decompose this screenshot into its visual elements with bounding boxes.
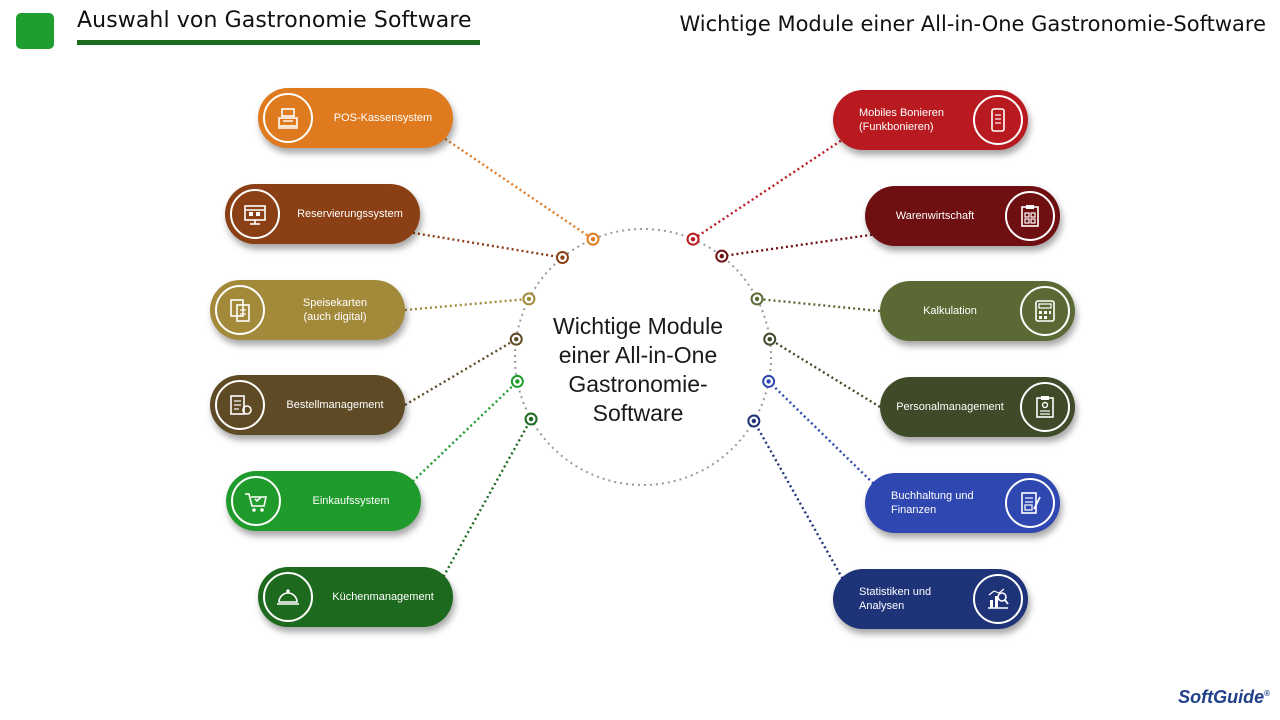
connector-node-dot [690,236,696,242]
mobile-phone-icon [973,95,1023,145]
module-mobiles-bonieren: Mobiles Bonieren(Funkbonieren) [833,90,1028,150]
module-kalkulation: Kalkulation [880,281,1075,341]
connector-node-dot [528,416,534,422]
accounting-document-icon [1005,478,1055,528]
module-kuechenmanagement: Küchenmanagement [258,567,453,627]
connector-line [440,135,594,241]
connector-node-dot [515,379,520,384]
module-label: Bestellmanagement [286,399,384,411]
connector-node-dot [590,236,596,242]
connector-line [769,338,881,409]
center-hub-label: Wichtige Module einer All-in-One Gastron… [520,312,756,428]
connector-line [404,297,530,312]
module-label: Personalmanagement [896,401,1004,413]
kitchen-cloche-icon [263,572,313,622]
connector-line [752,420,847,584]
module-personalmanagement: Personalmanagement [880,377,1075,437]
shopping-cart-icon [231,476,281,526]
connector-line [408,380,519,486]
module-pos-kassensystem: POS-Kassensystem [258,88,453,148]
connector-node-dot [767,336,772,342]
module-label: Reservierungssystem [297,208,403,220]
connector-line [767,380,878,488]
order-clipboard-icon [215,380,265,430]
slide-title: Wichtige Module einer All-in-One Gastron… [679,12,1266,36]
module-reservierungssystem: Reservierungssystem [225,184,420,244]
cash-register-icon [263,93,313,143]
connector-line [692,137,846,241]
connector-line [404,338,517,407]
connector-line [439,418,533,582]
brand-square-icon [16,13,54,49]
connector-node-dot [754,296,760,302]
staff-clipboard-icon [1020,382,1070,432]
module-label: Speisekarten(auch digital) [302,297,368,323]
center-hub-line: Wichtige Module [552,313,724,339]
reservation-calendar-icon [230,189,280,239]
connector-node-dot [751,418,757,424]
module-label: Einkaufssystem [312,495,390,507]
module-warenwirtschaft: Warenwirtschaft [865,186,1060,246]
center-hub-line: Software [592,400,684,426]
connector-line [407,230,563,259]
center-hub-ring [514,228,772,486]
analytics-chart-icon [973,574,1023,624]
connector-node-dot [514,336,519,342]
calculator-icon [1020,286,1070,336]
section-title: Auswahl von Gastronomie Software [77,8,472,33]
module-einkaufssystem: Einkaufssystem [226,471,421,531]
connector-line [721,232,878,258]
module-label: Küchenmanagement [332,591,434,603]
module-bestellmanagement: Bestellmanagement [210,375,405,435]
center-hub-line: einer All-in-One [558,342,718,368]
inventory-clipboard-icon [1005,191,1055,241]
section-title-underline [77,40,480,45]
module-speisekarten: Speisekarten(auch digital) [210,280,405,340]
connector-node-dot [560,255,565,260]
center-hub-line: Gastronomie- [568,371,708,397]
softguide-logo: SoftGuide® [1178,687,1270,707]
module-label: Mobiles Bonieren(Funkbonieren) [859,107,944,133]
module-label: POS-Kassensystem [333,112,433,124]
connector-line [756,297,881,313]
menu-cards-icon [215,285,265,335]
module-label: Warenwirtschaft [895,210,975,222]
connector-node-dot [526,296,532,302]
module-label: Kalkulation [923,305,977,317]
connector-node-dot [719,253,725,259]
connector-node-dot [766,379,771,384]
